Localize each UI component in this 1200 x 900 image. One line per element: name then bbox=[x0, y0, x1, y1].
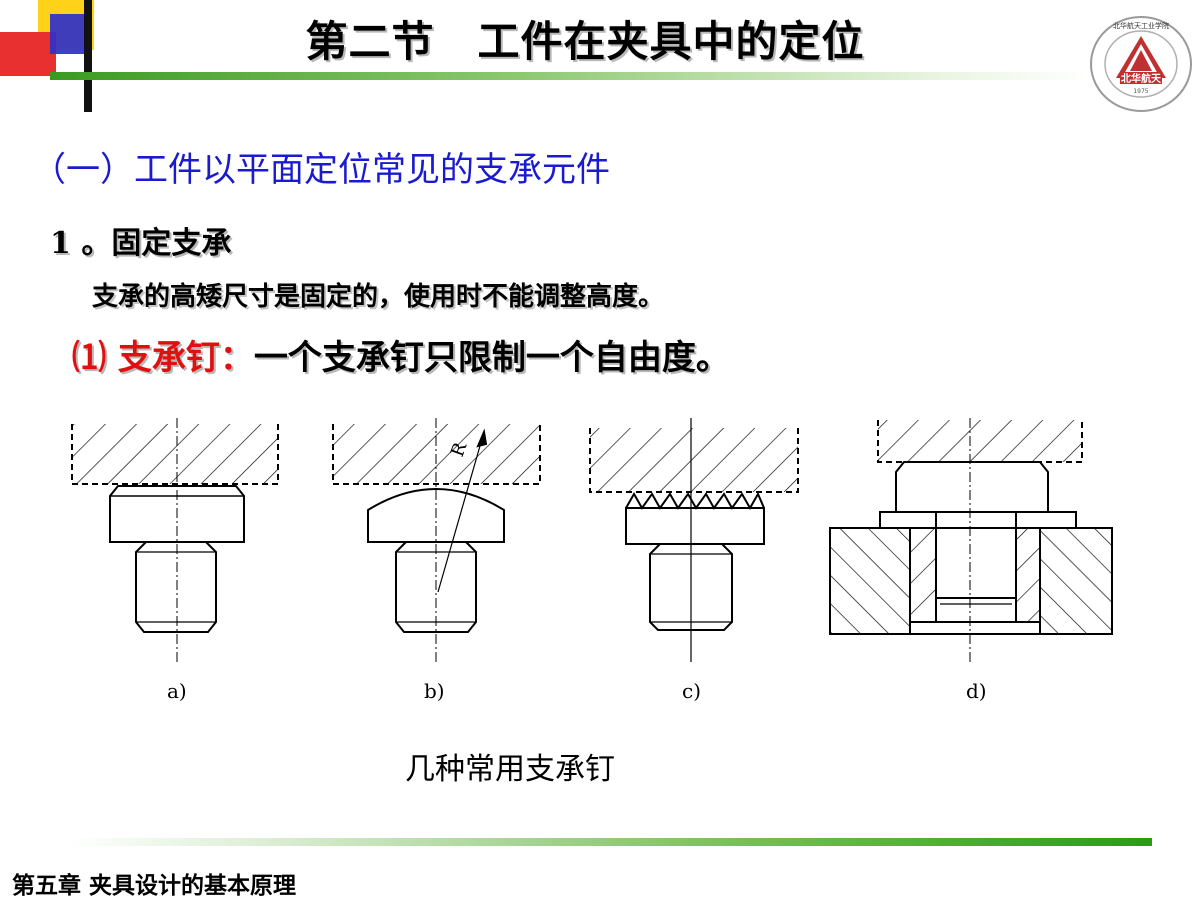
item-description: 支承的高矮尺寸是固定的，使用时不能调整高度。 bbox=[92, 282, 665, 312]
figure-label-c: c) bbox=[682, 679, 701, 703]
university-logo: 北华航天 1975 北华航天工业学院 bbox=[1090, 16, 1192, 112]
pin-b-spherical-head bbox=[332, 418, 541, 662]
sub-item-text: 一个支承钉只限制一个自由度。 bbox=[253, 338, 730, 378]
figure-label-a: a) bbox=[167, 679, 187, 703]
deco-red-block bbox=[0, 32, 56, 76]
footer-divider bbox=[70, 838, 1152, 846]
support-pin-figure: R a) b) c) d) bbox=[71, 418, 1113, 703]
header-divider bbox=[50, 72, 1090, 80]
deco-blue-block bbox=[50, 14, 90, 54]
logo-year: 1975 bbox=[1133, 88, 1148, 95]
pin-a-flat-head bbox=[71, 418, 279, 662]
pin-d-with-bushing bbox=[829, 418, 1113, 662]
sub-item-label: ⑴ 支承钉： bbox=[72, 338, 254, 378]
sub-item: ⑴ 支承钉：一个支承钉只限制一个自由度。 bbox=[72, 330, 730, 379]
figure-label-d: d) bbox=[966, 679, 987, 703]
logo-banner-text: 北华航天 bbox=[1121, 72, 1162, 85]
logo-ring-text: 北华航天工业学院 bbox=[1113, 21, 1169, 30]
deco-vertical-bar bbox=[84, 0, 92, 112]
section-heading: （一）工件以平面定位常见的支承元件 bbox=[32, 150, 610, 190]
chapter-footer: 第五章 夹具设计的基本原理 bbox=[12, 873, 297, 899]
pin-c-serrated-head bbox=[589, 418, 799, 662]
figure-caption: 几种常用支承钉 bbox=[405, 752, 615, 787]
slide-title: 第二节 工件在夹具中的定位 bbox=[305, 17, 865, 66]
item-title: 1 。固定支承 bbox=[50, 226, 232, 261]
figure-label-b: b) bbox=[424, 679, 445, 703]
